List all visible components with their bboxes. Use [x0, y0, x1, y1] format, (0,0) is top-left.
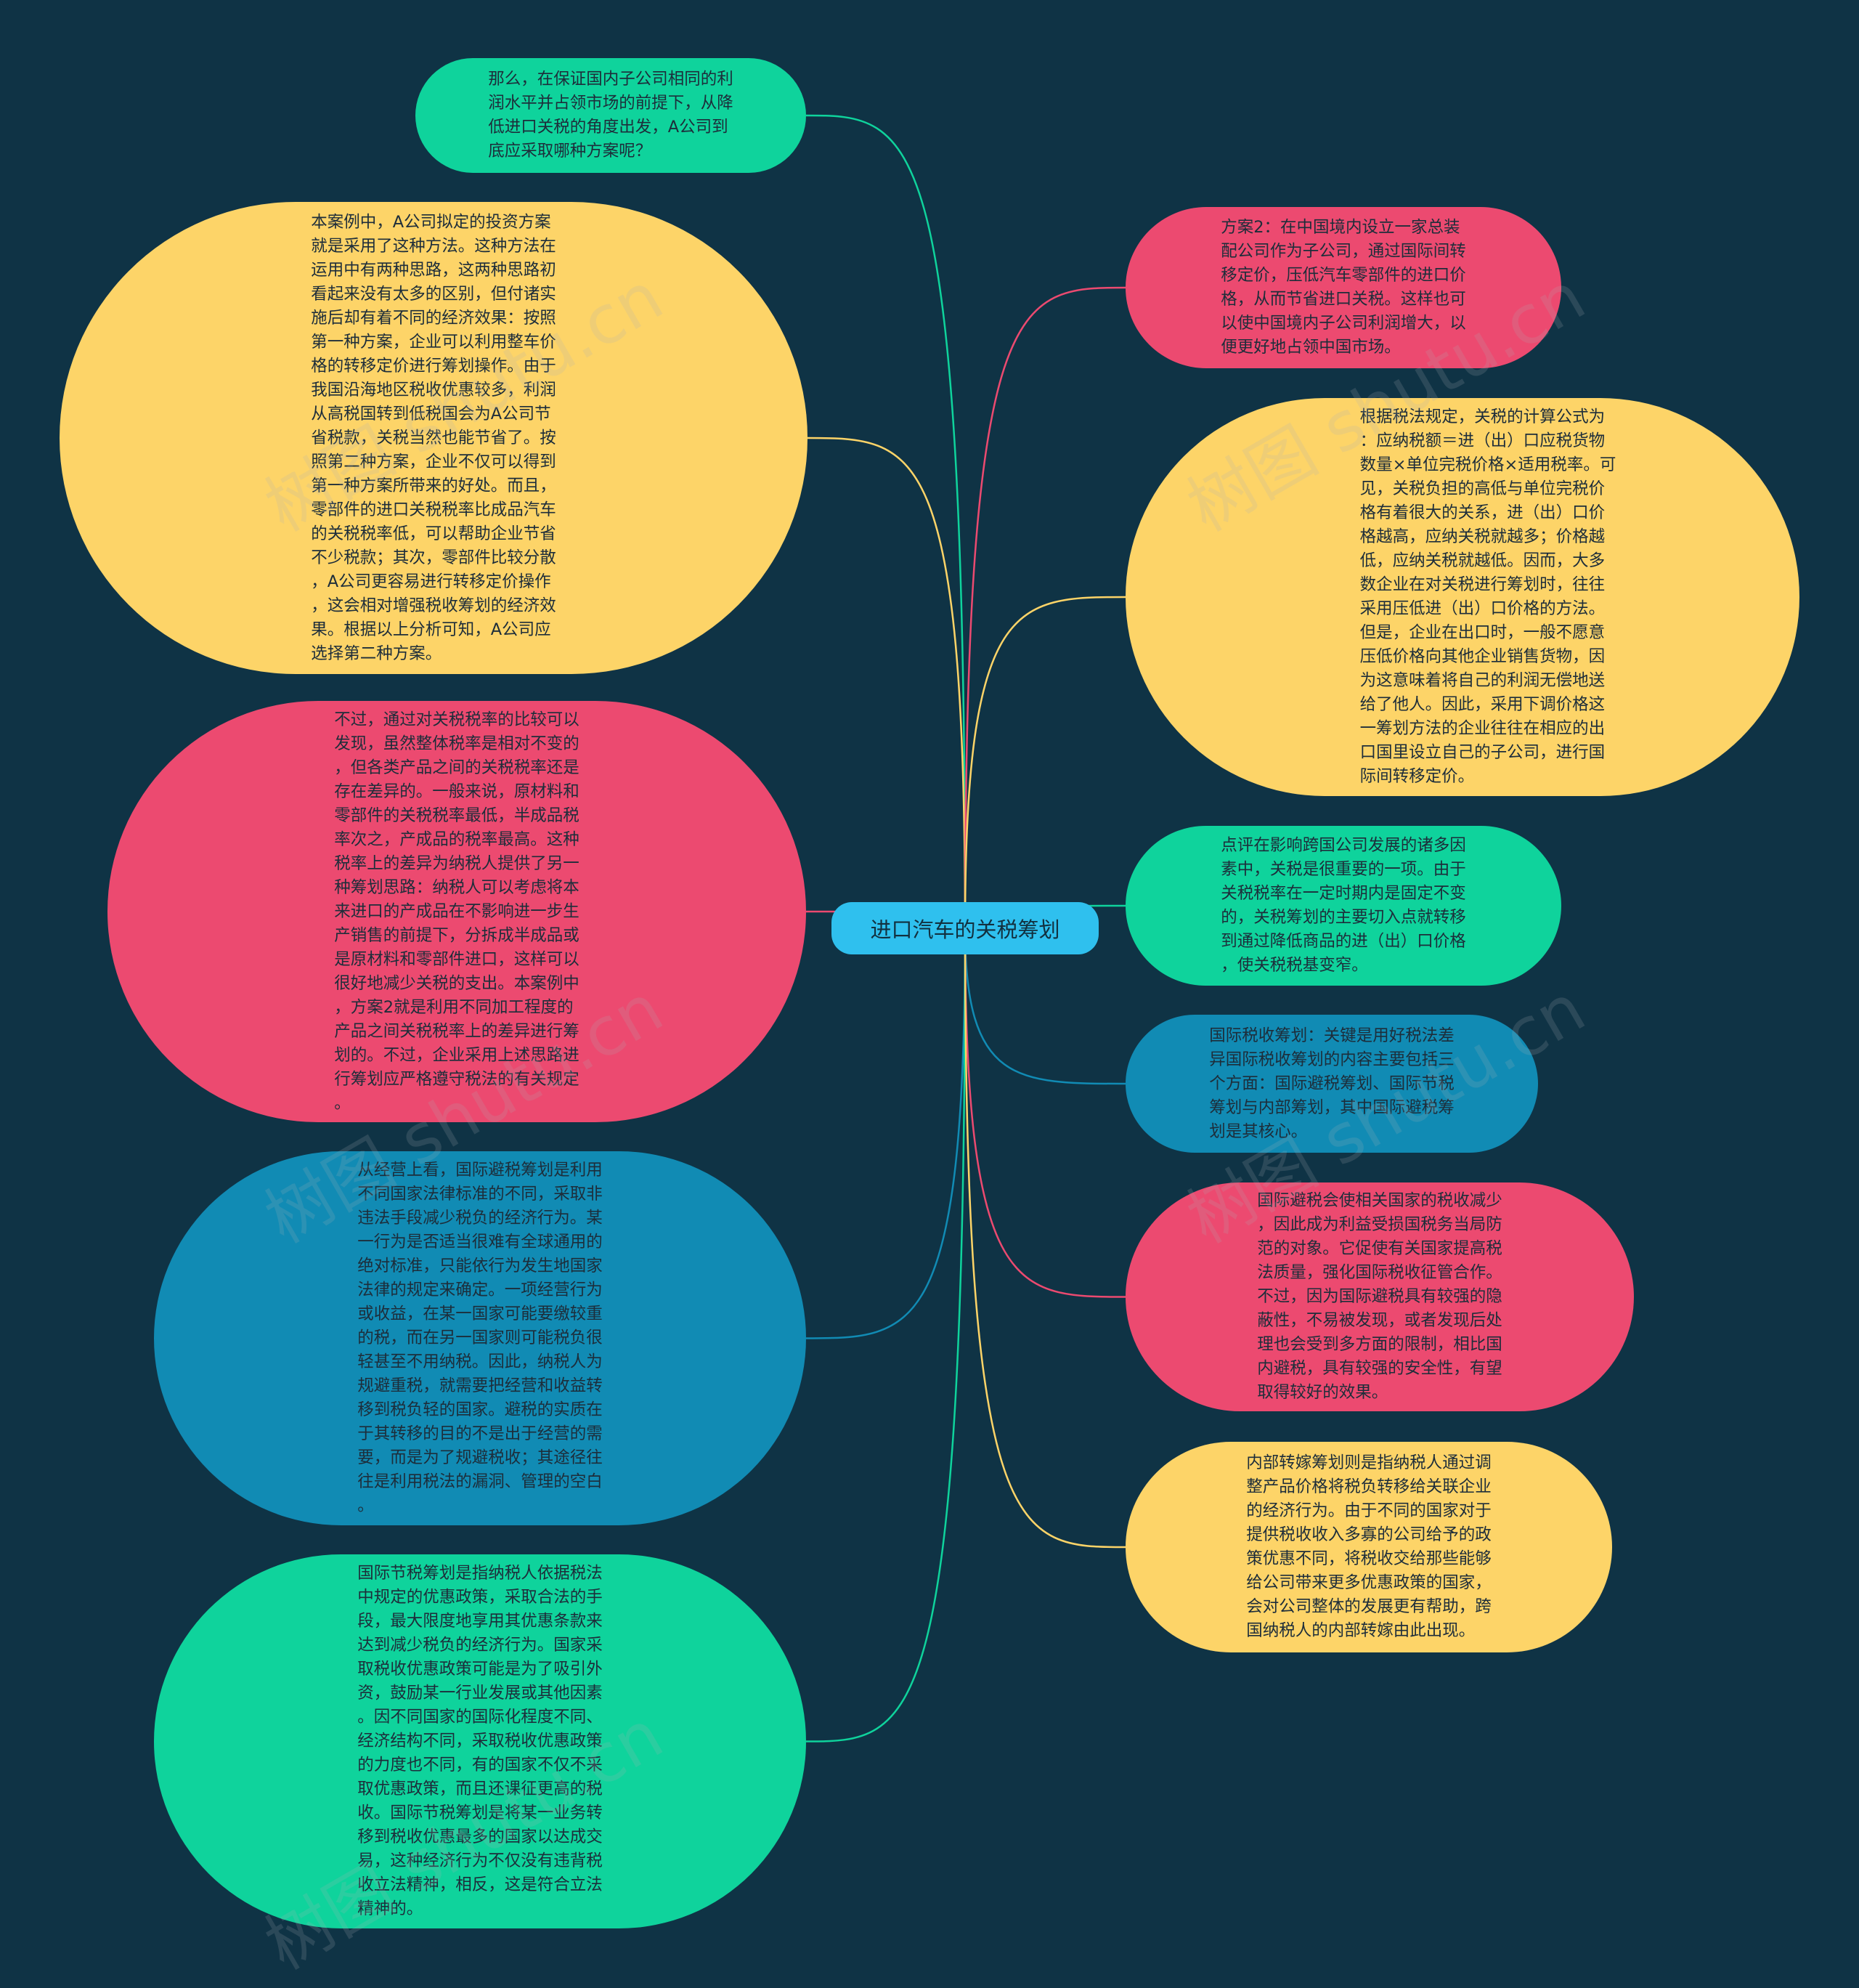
branch-node-text: 本案例中，A公司拟定的投资方案 就是采用了这种方法。这种方法在 运用中有两种思路… [311, 212, 556, 663]
branch-node-text: 方案2：在中国境内设立一家总装 配公司作为子公司，通过国际间转 移定价，压低汽车… [1221, 218, 1466, 357]
branch-node-comment[interactable]: 点评在影响跨国公司发展的诸多因 素中，关税是很重要的一项。由于 关税税率在一定时… [1126, 826, 1561, 986]
root-topic-label: 进口汽车的关税筹划 [870, 917, 1060, 942]
branch-node-text: 点评在影响跨国公司发展的诸多因 素中，关税是很重要的一项。由于 关税税率在一定时… [1221, 836, 1466, 975]
connector-l2 [807, 437, 967, 929]
branch-node-text: 国际节税筹划是指纳税人依据税法 中规定的优惠政策，采取合法的手 段，最大限度地享… [357, 1564, 603, 1918]
branch-node-case-analysis[interactable]: 本案例中，A公司拟定的投资方案 就是采用了这种方法。这种方法在 运用中有两种思路… [60, 202, 808, 674]
connector-r4 [964, 928, 1126, 1085]
connector-r6 [964, 928, 1126, 1549]
root-topic[interactable]: 进口汽车的关税筹划 [831, 902, 1099, 954]
branch-node-text: 从经营上看，国际避税筹划是利用 不同国家法律标准的不同，采取非 违法手段减少税负… [357, 1161, 603, 1515]
branch-node-plan-2[interactable]: 方案2：在中国境内设立一家总装 配公司作为子公司，通过国际间转 移定价，压低汽车… [1126, 207, 1561, 368]
branch-node-text: 内部转嫁筹划则是指纳税人通过调 整产品价格将税负转移给关联企业 的经济行为。由于… [1246, 1453, 1492, 1640]
branch-node-international-tax-planning[interactable]: 国际税收筹划：关键是用好税法差 异国际税收筹划的内容主要包括三 个方面：国际避税… [1126, 1015, 1538, 1153]
branch-node-tax-saving[interactable]: 国际节税筹划是指纳税人依据税法 中规定的优惠政策，采取合法的手 段，最大限度地享… [154, 1554, 806, 1928]
branch-node-text: 那么，在保证国内子公司相同的利 润水平并占领市场的前提下，从降 低进口关税的角度… [488, 70, 733, 161]
connector-r1 [964, 286, 1126, 929]
connector-l1 [805, 114, 967, 929]
branch-node-tariff-formula[interactable]: 根据税法规定，关税的计算公式为 ：应纳税额＝进（出）口应税货物 数量×单位完税价… [1126, 398, 1799, 796]
branch-node-avoidance-effects[interactable]: 国际避税会使相关国家的税收减少 ，因此成为利益受损国税务当局防 范的对象。它促使… [1126, 1182, 1634, 1411]
branch-node-text: 国际避税会使相关国家的税收减少 ，因此成为利益受损国税务当局防 范的对象。它促使… [1257, 1191, 1502, 1402]
connector-r2 [964, 596, 1126, 929]
branch-node-tariff-rate-difference[interactable]: 不过，通过对关税税率的比较可以 发现，虽然整体税率是相对不变的 ，但各类产品之间… [107, 701, 806, 1122]
branch-node-text: 根据税法规定，关税的计算公式为 ：应纳税额＝进（出）口应税货物 数量×单位完税价… [1359, 407, 1616, 786]
connector-l5 [805, 928, 967, 1742]
branch-node-tax-avoidance[interactable]: 从经营上看，国际避税筹划是利用 不同国家法律标准的不同，采取非 违法手段减少税负… [154, 1151, 806, 1525]
branch-node-text: 国际税收筹划：关键是用好税法差 异国际税收筹划的内容主要包括三 个方面：国际避税… [1209, 1026, 1455, 1141]
branch-node-text: 不过，通过对关税税率的比较可以 发现，虽然整体税率是相对不变的 ，但各类产品之间… [334, 710, 579, 1113]
connector-l4 [805, 928, 967, 1339]
branch-node-question[interactable]: 那么，在保证国内子公司相同的利 润水平并占领市场的前提下，从降 低进口关税的角度… [415, 58, 806, 173]
connector-r5 [964, 928, 1126, 1298]
branch-node-internal-transfer[interactable]: 内部转嫁筹划则是指纳税人通过调 整产品价格将税负转移给关联企业 的经济行为。由于… [1126, 1442, 1612, 1652]
